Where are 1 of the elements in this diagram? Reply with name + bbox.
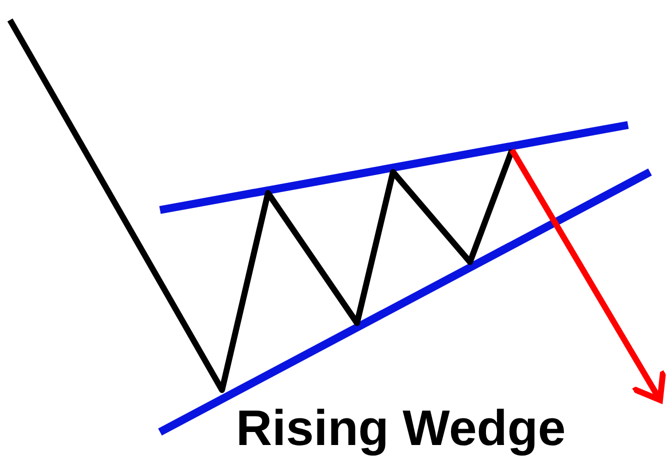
pattern-title: Rising Wedge <box>236 400 566 456</box>
